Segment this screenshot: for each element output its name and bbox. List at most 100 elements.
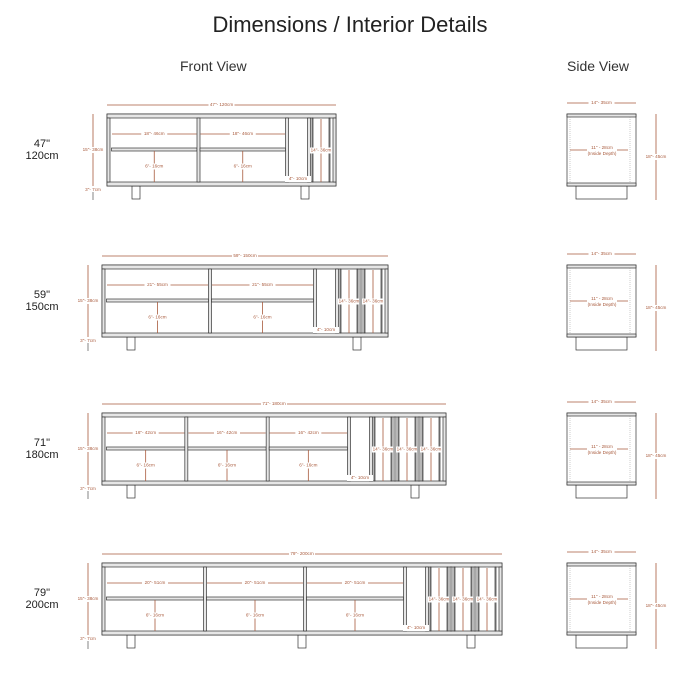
top-board xyxy=(101,562,503,568)
door-height-label: 14"- 36cm xyxy=(339,299,360,304)
open-section-width-label-bg xyxy=(142,580,168,586)
open-section-height-label: 6"- 16cm xyxy=(246,613,264,618)
divider-panel xyxy=(265,416,270,482)
narrow-section-width-label: 4"- 10cm xyxy=(407,625,425,630)
open-section-width-label: 20"- 51cm xyxy=(345,580,366,585)
right-panel xyxy=(384,268,389,334)
side-depth-label: 14"- 35cm xyxy=(591,251,612,256)
side-top xyxy=(566,113,637,118)
open-section-height-label-bg xyxy=(143,163,166,170)
door-height-label-bg xyxy=(372,446,394,453)
open-section-height-label: 6"- 16cm xyxy=(146,613,164,618)
left-panel xyxy=(106,117,111,183)
overall-width-label: 71"- 180cm xyxy=(262,401,286,406)
open-section-height-label-bg xyxy=(244,612,266,619)
inside-depth-label: 11" - 28cm xyxy=(591,594,613,599)
open-section-width-label-bg xyxy=(249,282,276,288)
side-height-label: 18"- 45cm xyxy=(646,453,667,458)
cabinet-leg xyxy=(131,185,141,200)
door-height-label: 14"- 36cm xyxy=(477,597,498,602)
row-size-inches: 59" xyxy=(34,289,50,301)
overall-height-label-bg xyxy=(77,298,99,304)
row-size-cm: 200cm xyxy=(25,599,58,611)
left-panel xyxy=(101,416,106,482)
inside-depth-label-bg xyxy=(587,594,617,606)
overall-width-label: 59"- 150cm xyxy=(233,253,257,258)
row-size-cm: 120cm xyxy=(25,150,58,162)
side-depth-label-bg xyxy=(588,399,615,405)
open-section-width-label: 21"- 55cm xyxy=(147,282,168,287)
open-section-height-label: 6"- 16cm xyxy=(234,164,252,169)
narrow-section-width-label-bg xyxy=(347,475,373,481)
leg-height-label: 3"- 7cm xyxy=(80,636,96,641)
overall-width-label: 47"- 120cm xyxy=(210,102,234,107)
narrow-section-width-label: 4"- 10cm xyxy=(289,176,307,181)
top-board xyxy=(101,264,389,270)
door-height-label-bg xyxy=(420,446,442,453)
right-panel xyxy=(332,117,337,183)
bottom-board xyxy=(101,630,503,636)
row-size-cm: 150cm xyxy=(25,301,58,313)
door-height-label-bg xyxy=(452,596,474,603)
inside-depth-note: (Inside Depth) xyxy=(588,151,617,156)
overall-height-label-bg xyxy=(77,596,99,602)
inside-depth-label-bg xyxy=(587,145,617,157)
divider-panel xyxy=(285,117,289,183)
divider-panel xyxy=(347,416,351,482)
door-height-label: 14"- 36cm xyxy=(429,597,450,602)
shelf xyxy=(211,298,314,303)
open-section-width-label: 16"- 42cm xyxy=(135,430,156,435)
side-view-heading: Side View xyxy=(567,58,630,74)
open-section-width-label-bg xyxy=(141,131,168,137)
narrow-section-width-label-bg xyxy=(313,327,339,333)
open-section-width-label-bg xyxy=(132,430,159,436)
cabinet-leg xyxy=(126,634,136,649)
side-height-label: 18"- 45cm xyxy=(646,154,667,159)
side-depth-label: 14"- 35cm xyxy=(591,399,612,404)
row-size-inches: 71" xyxy=(34,437,50,449)
door-height-label-bg xyxy=(396,446,418,453)
divider-panel xyxy=(403,566,407,632)
open-section-height-label-bg xyxy=(344,612,366,619)
overall-width-label-bg xyxy=(208,102,235,108)
open-section-height-label: 6"- 16cm xyxy=(299,463,317,468)
open-section-width-label: 20"- 51cm xyxy=(245,580,266,585)
right-panel xyxy=(498,566,503,632)
divider-panel xyxy=(203,566,207,632)
overall-width-label-bg xyxy=(232,253,258,259)
page-title: Dimensions / Interior Details xyxy=(212,12,488,37)
right-panel xyxy=(442,416,447,482)
open-section-width-label-bg xyxy=(229,131,256,137)
open-section-height-label: 6"- 16cm xyxy=(218,463,236,468)
open-section-width-label-bg xyxy=(295,430,322,436)
narrow-section-width-label-bg xyxy=(403,625,429,631)
open-section-height-label: 6"- 16cm xyxy=(346,613,364,618)
door-height-label: 14"- 36cm xyxy=(453,597,474,602)
bottom-board xyxy=(101,480,447,486)
open-section-height-label: 6"- 16cm xyxy=(148,315,166,320)
open-section-height-label-bg xyxy=(146,314,169,321)
open-section-width-label-bg xyxy=(242,580,268,586)
inside-depth-label: 11" - 28cm xyxy=(591,444,613,449)
inside-depth-note: (Inside Depth) xyxy=(588,302,617,307)
side-height-label-bg xyxy=(645,154,667,160)
inside-depth-label-bg xyxy=(587,444,617,456)
side-top xyxy=(566,412,637,417)
inside-depth-label: 11" - 28cm xyxy=(591,145,613,150)
side-depth-label-bg xyxy=(588,549,615,555)
open-section-width-label: 21"- 55cm xyxy=(252,282,273,287)
cabinet-leg xyxy=(300,185,310,200)
bottom-board xyxy=(106,181,337,187)
side-base xyxy=(575,634,628,649)
open-section-height-label-bg xyxy=(251,314,274,321)
open-section-height-label: 6"- 16cm xyxy=(253,315,271,320)
open-section-width-label: 16"- 42cm xyxy=(298,430,319,435)
shelf xyxy=(187,446,267,451)
open-section-height-label-bg xyxy=(144,612,166,619)
open-section-width-label-bg xyxy=(342,580,368,586)
side-height-label-bg xyxy=(645,305,667,311)
side-depth-label: 14"- 35cm xyxy=(591,100,612,105)
overall-width-label-bg xyxy=(261,401,287,407)
side-depth-label: 14"- 35cm xyxy=(591,549,612,554)
door-height-label: 14"- 36cm xyxy=(373,447,394,452)
